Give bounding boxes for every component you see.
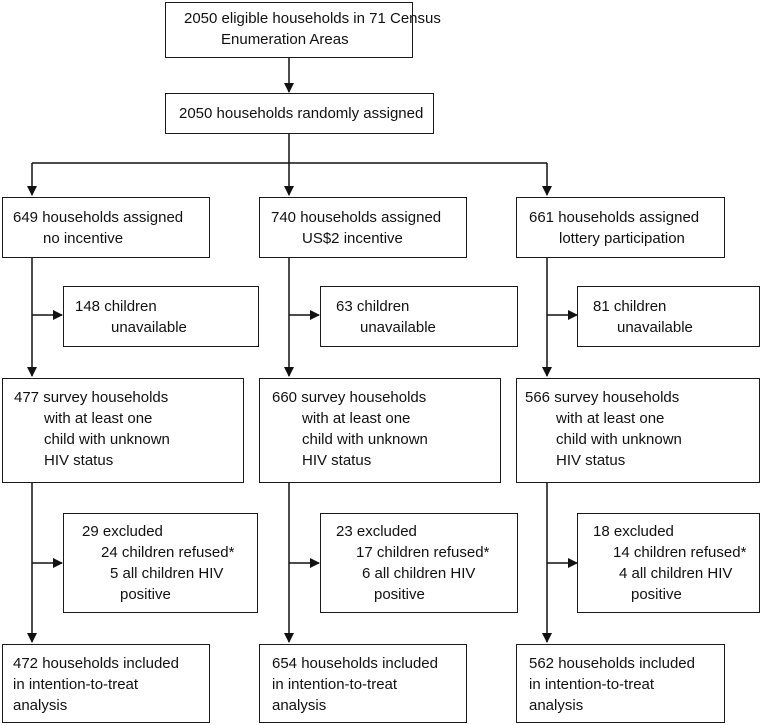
arm-3-excluded-line-4: positive: [631, 586, 682, 603]
arm-2-excluded-line-4: positive: [374, 586, 425, 603]
arm-3-survey-line-1: 566 survey households: [525, 389, 680, 406]
arm-1-survey-line-2: with at least one: [44, 410, 153, 427]
arm-2-assigned-line-2: US$2 incentive: [302, 230, 403, 247]
arm-1-unavailable-line-1: 148 children: [75, 298, 157, 315]
arm-2-included-line-3: analysis: [272, 697, 327, 714]
arm-2-assigned-line-1: 740 households assigned: [271, 209, 442, 226]
arm-1-survey-line-3: child with unknown: [44, 431, 170, 448]
arm-2-excluded-line-3: 6 all children HIV: [362, 565, 476, 582]
arm-2-unavailable-line-1: 63 children: [336, 298, 410, 315]
arm-2-included-line-2: in intention-to-treat: [272, 676, 398, 693]
arm-1-excluded-line-4: positive: [120, 586, 171, 603]
arm-3-included-line-2: in intention-to-treat: [529, 676, 655, 693]
arm-2-survey-line-3: child with unknown: [302, 431, 428, 448]
arm-3-included-line-3: analysis: [529, 697, 584, 714]
arm-1-survey-box: 477 survey households with at least one …: [2, 378, 244, 483]
arm-3-assigned-line-2: lottery participation: [559, 230, 685, 247]
randomised-line-1: 2050 households randomly assigned: [179, 105, 424, 122]
arm-2-included-box: 654 households included in intention-to-…: [259, 644, 467, 723]
arm-3-assigned-box: 661 households assigned lottery particip…: [516, 197, 725, 258]
arm-3-included-box: 562 households included in intention-to-…: [516, 644, 725, 723]
randomised-box: 2050 households randomly assigned: [165, 93, 434, 134]
arm-3-included-line-1: 562 households included: [529, 655, 695, 672]
arm-3-survey-line-3: child with unknown: [556, 431, 682, 448]
arm-3-unavailable-line-2: unavailable: [617, 319, 693, 336]
arm-2-survey-line-1: 660 survey households: [272, 389, 427, 406]
arm-1-assigned-box: 649 households assigned no incentive: [2, 197, 210, 258]
arm-3-excluded-line-1: 18 excluded: [593, 523, 674, 540]
arm-3-unavailable-line-1: 81 children: [593, 298, 667, 315]
arm-2-excluded-line-2: 17 children refused*: [356, 544, 490, 561]
arm-1-survey-line-1: 477 survey households: [14, 389, 169, 406]
arm-2-survey-line-4: HIV status: [302, 452, 372, 469]
arm-2-excluded-box: 23 excluded 17 children refused* 6 all c…: [320, 513, 518, 613]
arm-1-included-line-1: 472 households included: [13, 655, 179, 672]
arm-1-excluded-box: 29 excluded 24 children refused* 5 all c…: [63, 513, 258, 613]
arm-1-included-line-2: in intention-to-treat: [13, 676, 139, 693]
arm-3-unavailable-box: 81 children unavailable: [577, 286, 760, 347]
arm-2-assigned-box: 740 households assigned US$2 incentive: [259, 197, 467, 258]
arm-1-unavailable-line-2: unavailable: [111, 319, 187, 336]
arm-2-included-line-1: 654 households included: [272, 655, 438, 672]
arm-3-assigned-line-1: 661 households assigned: [529, 209, 700, 226]
arm-3-excluded-line-2: 14 children refused*: [613, 544, 747, 561]
arm-2-unavailable-line-2: unavailable: [360, 319, 436, 336]
arm-1-excluded-line-2: 24 children refused*: [101, 544, 235, 561]
eligible-line-1: 2050 eligible households in 71 Census: [184, 10, 441, 27]
arm-2-survey-line-2: with at least one: [302, 410, 411, 427]
arm-2-unavailable-box: 63 children unavailable: [320, 286, 518, 347]
arm-1-included-box: 472 households included in intention-to-…: [2, 644, 210, 723]
arm-1-assigned-line-1: 649 households assigned: [13, 209, 184, 226]
eligible-line-2: Enumeration Areas: [221, 31, 349, 48]
arm-1-excluded-line-1: 29 excluded: [82, 523, 163, 540]
arm-1-excluded-line-3: 5 all children HIV: [110, 565, 224, 582]
eligible-households-box: 2050 eligible households in 71 Census En…: [165, 2, 441, 58]
arm-3-survey-box: 566 survey households with at least one …: [516, 378, 760, 483]
arm-1-assigned-line-2: no incentive: [43, 230, 124, 247]
arm-2-excluded-line-1: 23 excluded: [336, 523, 417, 540]
arm-3-excluded-box: 18 excluded 14 children refused* 4 all c…: [577, 513, 760, 613]
arm-3-excluded-line-3: 4 all children HIV: [619, 565, 733, 582]
arm-3-survey-line-2: with at least one: [556, 410, 665, 427]
arm-2-survey-box: 660 survey households with at least one …: [259, 378, 501, 483]
arm-3-survey-line-4: HIV status: [556, 452, 626, 469]
arm-1-included-line-3: analysis: [13, 697, 68, 714]
arm-1-survey-line-4: HIV status: [44, 452, 114, 469]
arm-1-unavailable-box: 148 children unavailable: [63, 286, 259, 347]
